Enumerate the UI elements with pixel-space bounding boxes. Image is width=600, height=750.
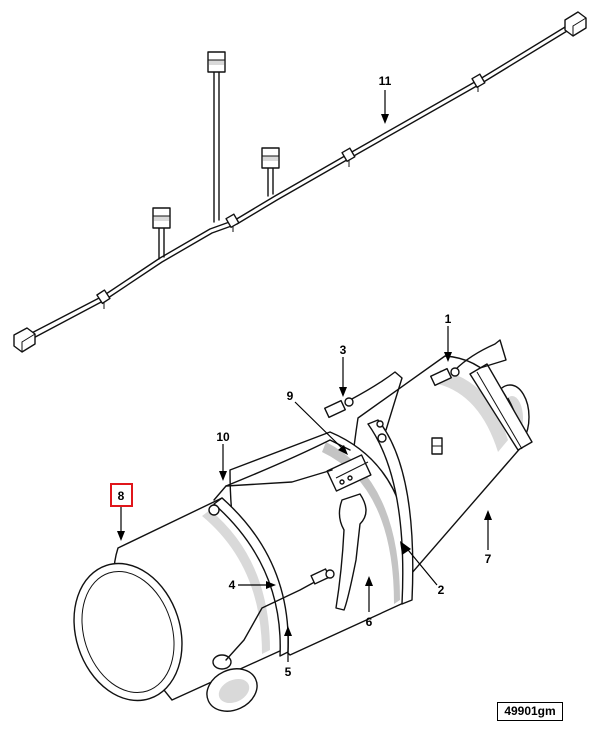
callout-10: 10 xyxy=(216,430,230,444)
front-housing xyxy=(73,497,284,702)
highlight-box xyxy=(110,483,133,507)
callout-6: 6 xyxy=(366,615,373,629)
harness-clip xyxy=(96,289,111,309)
sensor-4 xyxy=(225,568,335,661)
harness-connector-lower xyxy=(152,207,171,229)
harness-connector-left xyxy=(13,327,36,353)
harness-clip xyxy=(341,147,356,167)
harness-clip xyxy=(471,73,486,92)
inlet-elbow xyxy=(206,654,258,712)
callout-9: 9 xyxy=(287,389,294,403)
harness-connector-top-right xyxy=(564,11,587,37)
callout-4: 4 xyxy=(229,578,236,592)
callout-1: 1 xyxy=(445,312,452,326)
sensor-3 xyxy=(324,371,403,431)
callout-5: 5 xyxy=(285,665,292,679)
sensor-assembly xyxy=(213,339,507,661)
callout-2: 2 xyxy=(438,583,445,597)
callout-11: 11 xyxy=(379,74,392,88)
mounting-strap xyxy=(335,493,367,611)
callout-labels: 1 2 3 4 5 6 7 8 9 10 11 xyxy=(118,74,492,679)
sensor-module-9 xyxy=(326,454,372,492)
wiring-harness xyxy=(13,11,587,353)
harness-connector-middle xyxy=(261,147,280,169)
info-tag xyxy=(431,437,443,455)
callout-7: 7 xyxy=(485,552,492,566)
sensor-1 xyxy=(430,339,507,387)
figure-id-label: 49901gm xyxy=(497,702,563,721)
callout-3: 3 xyxy=(340,343,347,357)
pressure-line-10 xyxy=(213,439,351,501)
harness-clip xyxy=(225,213,240,232)
clamp-band xyxy=(367,419,414,605)
harness-connector-upper xyxy=(207,51,226,73)
exhaust-assembly xyxy=(73,355,533,712)
clamp-band-front xyxy=(213,497,289,657)
callout-leaders xyxy=(117,90,492,662)
callout-8: 8 xyxy=(118,489,125,503)
